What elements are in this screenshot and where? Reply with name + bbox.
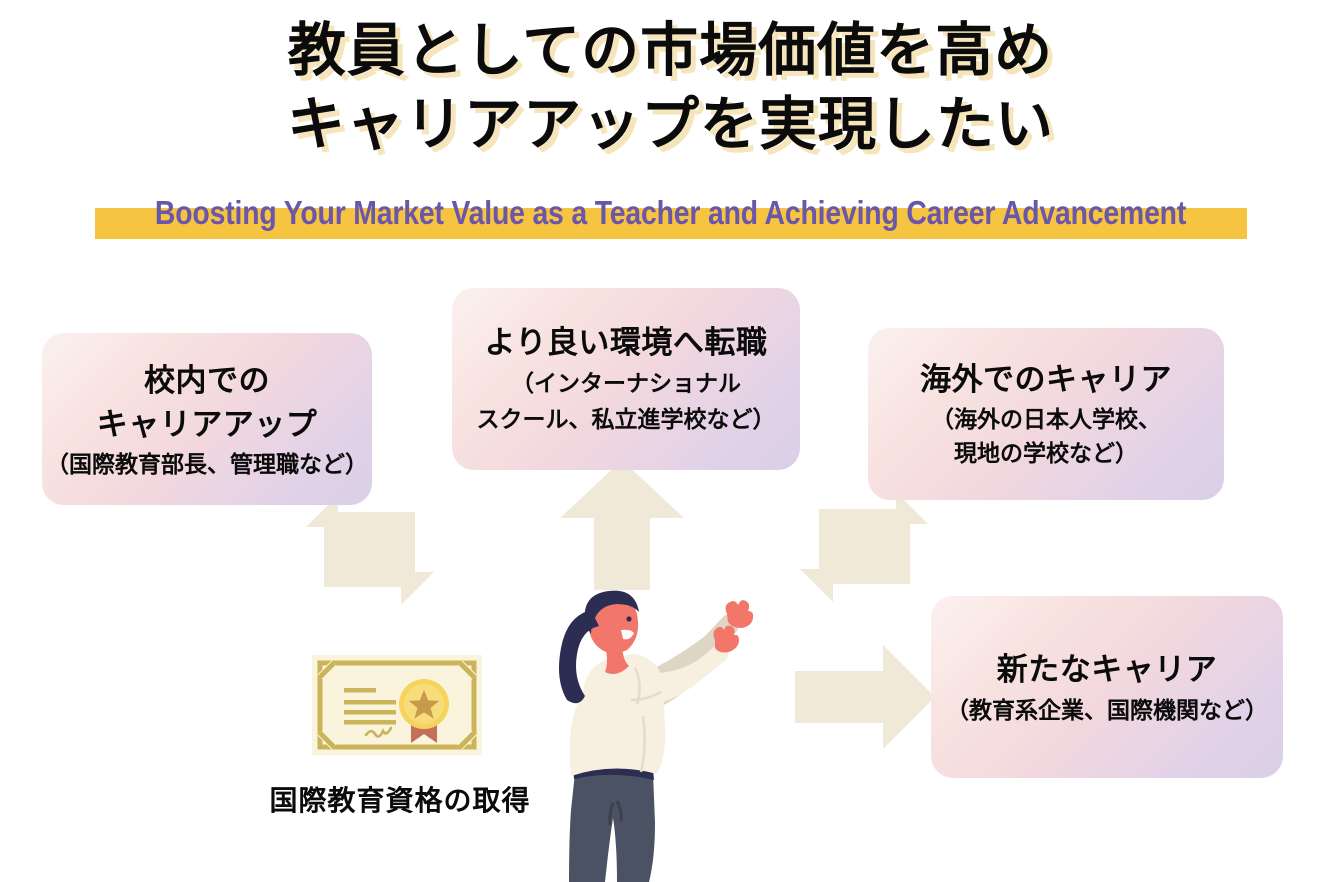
card-overseas-career[interactable]: 海外でのキャリア （海外の日本人学校、 現地の学校など）: [868, 328, 1224, 500]
arrow-up-right-icon: [800, 492, 928, 602]
card-transfer-better-environment[interactable]: より良い環境へ転職 （インターナショナル スクール、私立進学校など）: [452, 288, 800, 470]
celebrating-woman-illustration: [505, 588, 775, 882]
card-new-career[interactable]: 新たなキャリア （教育系企業、国際機関など）: [931, 596, 1283, 778]
arrow-right-icon: [795, 645, 935, 749]
card-internal-title-line1: 校内での: [144, 363, 270, 398]
subtitle-text: Boosting Your Market Value as a Teacher …: [154, 194, 1187, 231]
card-overseas-subtitle-line1: （海外の日本人学校、: [931, 406, 1161, 432]
subtitle-highlight-bar: [95, 208, 1247, 239]
page-title-line-1: 教員としての市場価値を高め: [287, 18, 1054, 83]
certificate-icon: [312, 655, 482, 755]
card-transfer-title: より良い環境へ転職: [484, 325, 768, 360]
card-internal-title-line2: キャリアアップ: [96, 407, 318, 442]
certificate-label: 国際教育資格の取得: [269, 785, 531, 816]
card-overseas-subtitle-line2: 現地の学校など）: [954, 440, 1138, 466]
arrow-up-left-icon: [306, 495, 434, 605]
page-subtitle: Boosting Your Market Value as a Teacher …: [0, 190, 1341, 240]
card-newcareer-subtitle: （教育系企業、国際機関など）: [946, 697, 1268, 723]
page-title: 教員としての市場価値を高め キャリアアップを実現したい: [0, 14, 1341, 162]
page-title-line-2: キャリアアップを実現したい: [286, 92, 1054, 157]
card-transfer-subtitle-line1: （インターナショナル: [511, 370, 741, 396]
arrow-up-icon: [560, 460, 684, 590]
card-newcareer-title: 新たなキャリア: [996, 652, 1218, 687]
card-transfer-subtitle-line2: スクール、私立進学校など）: [476, 406, 776, 432]
card-internal-subtitle: （国際教育部長、管理職など）: [46, 451, 368, 477]
card-internal-career-up[interactable]: 校内での キャリアアップ （国際教育部長、管理職など）: [42, 333, 372, 505]
card-overseas-title: 海外でのキャリア: [920, 362, 1172, 397]
